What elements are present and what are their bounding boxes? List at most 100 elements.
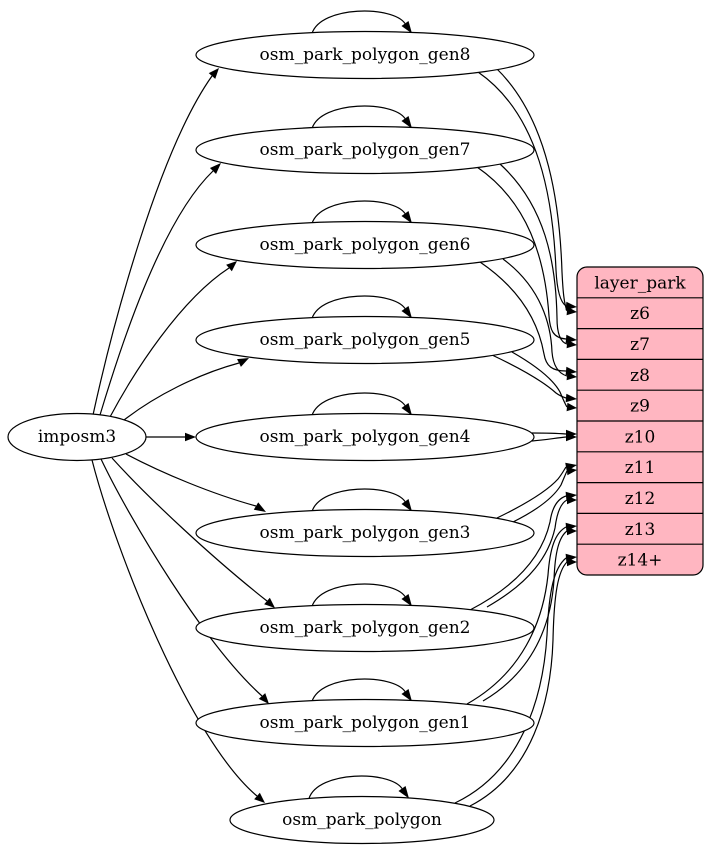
edge-osm_park_polygon-layer_park-z14+-1 — [454, 557, 567, 804]
node-osm_park_polygon_gen4: osm_park_polygon_gen4 — [195, 412, 535, 462]
edge-osm_park_polygon_gen3-layer_park-z11-2 — [512, 470, 568, 523]
zoom-row-z11: z11 — [625, 458, 656, 478]
node-ellipse-osm_park_polygon_gen8 — [195, 30, 535, 80]
self-loop-osm_park_polygon_gen6-arrowhead — [401, 211, 412, 224]
edge-imposm3-osm_park_polygon_gen7 — [99, 170, 214, 416]
edge-osm_park_polygon_gen4-layer_park-z10-2-arrowhead — [566, 432, 577, 442]
edge-osm_park_polygon_gen4-layer_park-z10-2 — [531, 436, 567, 442]
node-osm_park_polygon_gen6: osm_park_polygon_gen6 — [195, 220, 535, 270]
edge-osm_park_polygon_gen7-layer_park-z7-2-arrowhead — [566, 339, 577, 349]
node-osm_park_polygon_gen1: osm_park_polygon_gen1 — [195, 698, 535, 748]
edge-osm_park_polygon_gen6-layer_park-z8-1 — [479, 261, 567, 372]
edge-imposm3-osm_park_polygon — [91, 459, 258, 797]
node-ellipse-osm_park_polygon_gen6 — [195, 220, 535, 270]
edge-imposm3-osm_park_polygon_gen4-arrowhead — [185, 432, 196, 442]
edge-osm_park_polygon_gen5-layer_park-z9-1 — [491, 354, 567, 399]
edge-osm_park_polygon_gen8-layer_park-z6-2-arrowhead — [566, 306, 577, 316]
zoom-row-z14+: z14+ — [618, 551, 663, 571]
node-osm_park_polygon_gen3: osm_park_polygon_gen3 — [195, 508, 535, 558]
node-ellipse-osm_park_polygon_gen4 — [195, 412, 535, 462]
node-ellipse-imposm3 — [7, 412, 147, 462]
edge-osm_park_polygon_gen1-layer_park-z13-2-arrowhead — [567, 526, 577, 536]
node-label-osm_park_polygon_gen4: osm_park_polygon_gen4 — [260, 427, 471, 447]
self-loop-osm_park_polygon_gen3-arrowhead — [401, 499, 412, 512]
edge-osm_park_polygon_gen1-layer_park-z13-2 — [482, 530, 568, 702]
edge-imposm3-osm_park_polygon_gen2 — [111, 457, 268, 602]
node-osm_park_polygon: osm_park_polygon — [229, 795, 495, 845]
edge-osm_park_polygon_gen3-layer_park-z11-2-arrowhead — [566, 466, 577, 476]
nodes-layer: imposm3 osm_park_polygon_gen8 osm_park_pol… — [7, 30, 535, 845]
self-loop-osm_park_polygon — [308, 775, 403, 799]
zoom-row-z7: z7 — [630, 335, 650, 355]
node-ellipse-osm_park_polygon_gen2 — [195, 603, 535, 653]
self-loop-osm_park_polygon-arrowhead — [398, 786, 409, 799]
self-loop-osm_park_polygon_gen8 — [311, 10, 406, 34]
edge-imposm3-osm_park_polygon_gen1-arrowhead — [258, 693, 269, 704]
node-ellipse-osm_park_polygon_gen3 — [195, 508, 535, 558]
edge-imposm3-osm_park_polygon_gen5 — [123, 362, 240, 421]
node-label-osm_park_polygon_gen2: osm_park_polygon_gen2 — [260, 618, 471, 638]
self-loop-osm_park_polygon_gen4-arrowhead — [401, 403, 412, 416]
edge-osm_park_polygon_gen8-layer_park-z6-1 — [477, 71, 567, 307]
self-loop-osm_park_polygon_gen8-arrowhead — [401, 21, 412, 34]
self-loop-osm_park_polygon_gen2 — [311, 583, 406, 607]
self-loop-osm_park_polygon_gen6 — [311, 200, 406, 224]
edge-imposm3-osm_park_polygon_gen5-arrowhead — [237, 358, 249, 367]
node-osm_park_polygon_gen7: osm_park_polygon_gen7 — [195, 125, 535, 175]
node-osm_park_polygon_gen2: osm_park_polygon_gen2 — [195, 603, 535, 653]
edge-osm_park_polygon_gen2-layer_park-z12-1 — [469, 495, 567, 611]
node-label-osm_park_polygon_gen7: osm_park_polygon_gen7 — [260, 140, 471, 160]
self-loop-osm_park_polygon_gen3 — [311, 488, 406, 512]
node-label-imposm3: imposm3 — [38, 427, 116, 447]
self-loop-osm_park_polygon_gen2-arrowhead — [401, 594, 412, 607]
edge-osm_park_polygon_gen8-layer_park-z6-2 — [495, 67, 568, 312]
self-loop-osm_park_polygon_gen5 — [311, 295, 406, 319]
edge-osm_park_polygon_gen7-layer_park-z7-1 — [476, 166, 567, 340]
node-label-osm_park_polygon_gen8: osm_park_polygon_gen8 — [260, 45, 471, 65]
edge-imposm3-osm_park_polygon_gen3-arrowhead — [253, 502, 266, 512]
node-ellipse-osm_park_polygon_gen1 — [195, 698, 535, 748]
self-loop-osm_park_polygon_gen7 — [311, 105, 406, 129]
edge-imposm3-osm_park_polygon_gen6 — [109, 267, 230, 418]
edge-osm_park_polygon_gen5-layer_park-z9-2-arrowhead — [566, 402, 577, 412]
zoom-row-z12: z12 — [625, 489, 656, 509]
edge-osm_park_polygon_gen2-layer_park-z12-2-arrowhead — [567, 495, 577, 505]
edge-imposm3-osm_park_polygon_gen6-arrowhead — [226, 261, 237, 272]
edge-osm_park_polygon_gen5-layer_park-z9-1-arrowhead — [565, 393, 577, 403]
layer-park-title: layer_park — [594, 273, 686, 293]
self-loop-osm_park_polygon_gen7-arrowhead — [401, 116, 412, 129]
node-ellipse-osm_park_polygon_gen7 — [195, 125, 535, 175]
edge-imposm3-osm_park_polygon_gen3 — [125, 453, 257, 507]
node-label-osm_park_polygon_gen1: osm_park_polygon_gen1 — [260, 713, 471, 733]
edge-osm_park_polygon_gen6-layer_park-z8-2-arrowhead — [566, 371, 577, 381]
edge-imposm3-osm_park_polygon-arrowhead — [254, 792, 265, 803]
zoom-row-z10: z10 — [625, 427, 656, 447]
edge-osm_park_polygon_gen2-layer_park-z12-2 — [486, 499, 568, 608]
node-label-osm_park_polygon_gen6: osm_park_polygon_gen6 — [260, 235, 471, 255]
edge-osm_park_polygon-layer_park-z14+-2-arrowhead — [567, 557, 577, 567]
edge-imposm3-osm_park_polygon_gen7-arrowhead — [209, 163, 221, 175]
edge-osm_park_polygon_gen7-layer_park-z7-2 — [499, 163, 568, 345]
edges-layer — [91, 10, 577, 807]
self-loop-osm_park_polygon_gen4 — [311, 392, 406, 416]
self-loop-osm_park_polygon_gen1 — [311, 678, 406, 702]
zoom-row-z9: z9 — [630, 397, 650, 417]
node-osm_park_polygon_gen8: osm_park_polygon_gen8 — [195, 30, 535, 80]
edge-osm_park_polygon_gen4-layer_park-z10-1 — [531, 432, 567, 435]
zoom-row-z13: z13 — [625, 520, 656, 540]
node-imposm3: imposm3 — [7, 412, 147, 462]
node-ellipse-osm_park_polygon — [229, 795, 495, 845]
edge-imposm3-osm_park_polygon_gen8-arrowhead — [208, 68, 219, 79]
edge-osm_park_polygon-layer_park-z14+-2 — [469, 561, 568, 807]
self-loop-osm_park_polygon_gen5-arrowhead — [401, 306, 412, 319]
edge-imposm3-osm_park_polygon_gen2-arrowhead — [264, 597, 275, 608]
edge-imposm3-osm_park_polygon_gen8 — [92, 75, 213, 416]
zoom-row-z6: z6 — [630, 304, 650, 324]
node-label-osm_park_polygon_gen3: osm_park_polygon_gen3 — [260, 523, 471, 543]
edge-osm_park_polygon_gen1-layer_park-z13-1 — [466, 526, 567, 705]
node-label-osm_park_polygon_gen5: osm_park_polygon_gen5 — [260, 330, 471, 350]
node-osm_park_polygon_gen5: osm_park_polygon_gen5 — [195, 315, 535, 365]
